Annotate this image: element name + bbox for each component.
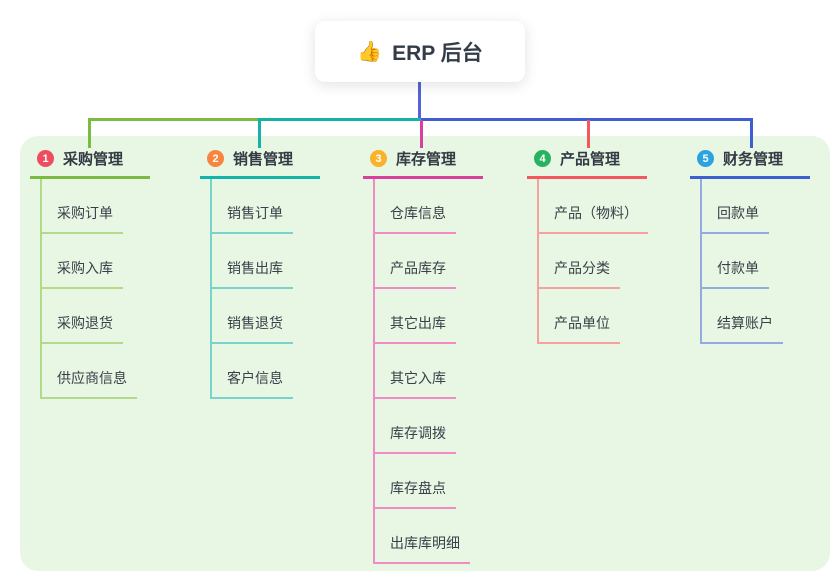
root-node-erp[interactable]: 👍 ERP 后台	[315, 21, 525, 82]
branch-column-product: 4 产品管理 产品（物料） 产品分类 产品单位	[527, 146, 648, 344]
badge-2: 2	[207, 150, 224, 167]
branch-label: 采购管理	[63, 151, 124, 168]
child-node[interactable]: 库存盘点	[375, 454, 470, 509]
child-node[interactable]: 销售出库	[212, 234, 293, 289]
badge-5: 5	[697, 150, 714, 167]
child-node[interactable]: 销售订单	[212, 179, 293, 234]
branch-node-inventory[interactable]: 3 库存管理	[363, 146, 483, 179]
branch-children: 回款单 付款单 结算账户	[700, 179, 783, 344]
child-label: 销售订单	[212, 203, 293, 234]
child-label: 采购订单	[42, 203, 123, 234]
branch-column-inventory: 3 库存管理 仓库信息 产品库存 其它出库 其它入库 库存调拨 库存盘点 出库库…	[363, 146, 483, 564]
child-node[interactable]: 产品分类	[539, 234, 648, 289]
child-node[interactable]: 库存调拨	[375, 399, 470, 454]
branch-label: 产品管理	[560, 151, 621, 168]
child-label: 销售出库	[212, 258, 293, 289]
child-label: 产品分类	[539, 258, 620, 289]
branch-node-sales[interactable]: 2 销售管理	[200, 146, 320, 179]
branch-label: 销售管理	[233, 151, 294, 168]
child-node[interactable]: 产品库存	[375, 234, 470, 289]
connector-bus-teal	[258, 118, 423, 121]
badge-1: 1	[37, 150, 54, 167]
child-node[interactable]: 产品单位	[539, 289, 648, 344]
connector-root-vertical	[418, 82, 421, 119]
root-node-label: ERP 后台	[392, 41, 483, 65]
child-label: 采购入库	[42, 258, 123, 289]
child-node[interactable]: 出库库明细	[375, 509, 470, 564]
child-node[interactable]: 产品（物料）	[539, 179, 648, 234]
branch-children: 仓库信息 产品库存 其它出库 其它入库 库存调拨 库存盘点 出库库明细	[373, 179, 470, 564]
branch-node-purchase[interactable]: 1 采购管理	[30, 146, 150, 179]
child-node[interactable]: 采购订单	[42, 179, 137, 234]
child-node[interactable]: 采购入库	[42, 234, 137, 289]
branch-children: 销售订单 销售出库 销售退货 客户信息	[210, 179, 293, 399]
child-node[interactable]: 采购退货	[42, 289, 137, 344]
child-node[interactable]: 其它入库	[375, 344, 470, 399]
child-label: 供应商信息	[42, 368, 137, 399]
child-node[interactable]: 客户信息	[212, 344, 293, 399]
child-label: 结算账户	[702, 313, 783, 344]
branch-children: 采购订单 采购入库 采购退货 供应商信息	[40, 179, 137, 399]
branch-label: 财务管理	[723, 151, 784, 168]
thumbs-up-icon: 👍	[357, 41, 383, 63]
branch-node-product[interactable]: 4 产品管理	[527, 146, 647, 179]
branch-column-finance: 5 财务管理 回款单 付款单 结算账户	[690, 146, 810, 344]
child-label: 产品库存	[375, 258, 456, 289]
child-node[interactable]: 供应商信息	[42, 344, 137, 399]
connector-drop-branch-5	[750, 118, 753, 148]
branch-column-sales: 2 销售管理 销售订单 销售出库 销售退货 客户信息	[200, 146, 320, 399]
child-node[interactable]: 回款单	[702, 179, 783, 234]
mindmap-background-panel	[20, 136, 830, 571]
child-label: 销售退货	[212, 313, 293, 344]
child-label: 其它入库	[375, 368, 456, 399]
child-label: 产品（物料）	[539, 203, 648, 234]
connector-bus-green	[88, 118, 261, 121]
child-node[interactable]: 仓库信息	[375, 179, 470, 234]
connector-drop-branch-3	[420, 120, 423, 148]
child-node[interactable]: 销售退货	[212, 289, 293, 344]
child-label: 库存盘点	[375, 478, 456, 509]
child-label: 回款单	[702, 203, 769, 234]
connector-drop-branch-1	[88, 118, 91, 148]
child-label: 付款单	[702, 258, 769, 289]
badge-3: 3	[370, 150, 387, 167]
child-label: 产品单位	[539, 313, 620, 344]
child-label: 库存调拨	[375, 423, 456, 454]
child-label: 出库库明细	[375, 533, 470, 564]
child-label: 其它出库	[375, 313, 456, 344]
child-label: 采购退货	[42, 313, 123, 344]
connector-drop-branch-4	[587, 120, 590, 148]
child-label: 仓库信息	[375, 203, 456, 234]
child-node[interactable]: 其它出库	[375, 289, 470, 344]
branch-node-finance[interactable]: 5 财务管理	[690, 146, 810, 179]
connector-bus-blue	[421, 118, 753, 121]
branch-column-purchase: 1 采购管理 采购订单 采购入库 采购退货 供应商信息	[30, 146, 150, 399]
badge-4: 4	[534, 150, 551, 167]
child-node[interactable]: 结算账户	[702, 289, 783, 344]
connector-drop-branch-2	[258, 118, 261, 148]
child-node[interactable]: 付款单	[702, 234, 783, 289]
child-label: 客户信息	[212, 368, 293, 399]
branch-label: 库存管理	[396, 151, 457, 168]
branch-children: 产品（物料） 产品分类 产品单位	[537, 179, 648, 344]
